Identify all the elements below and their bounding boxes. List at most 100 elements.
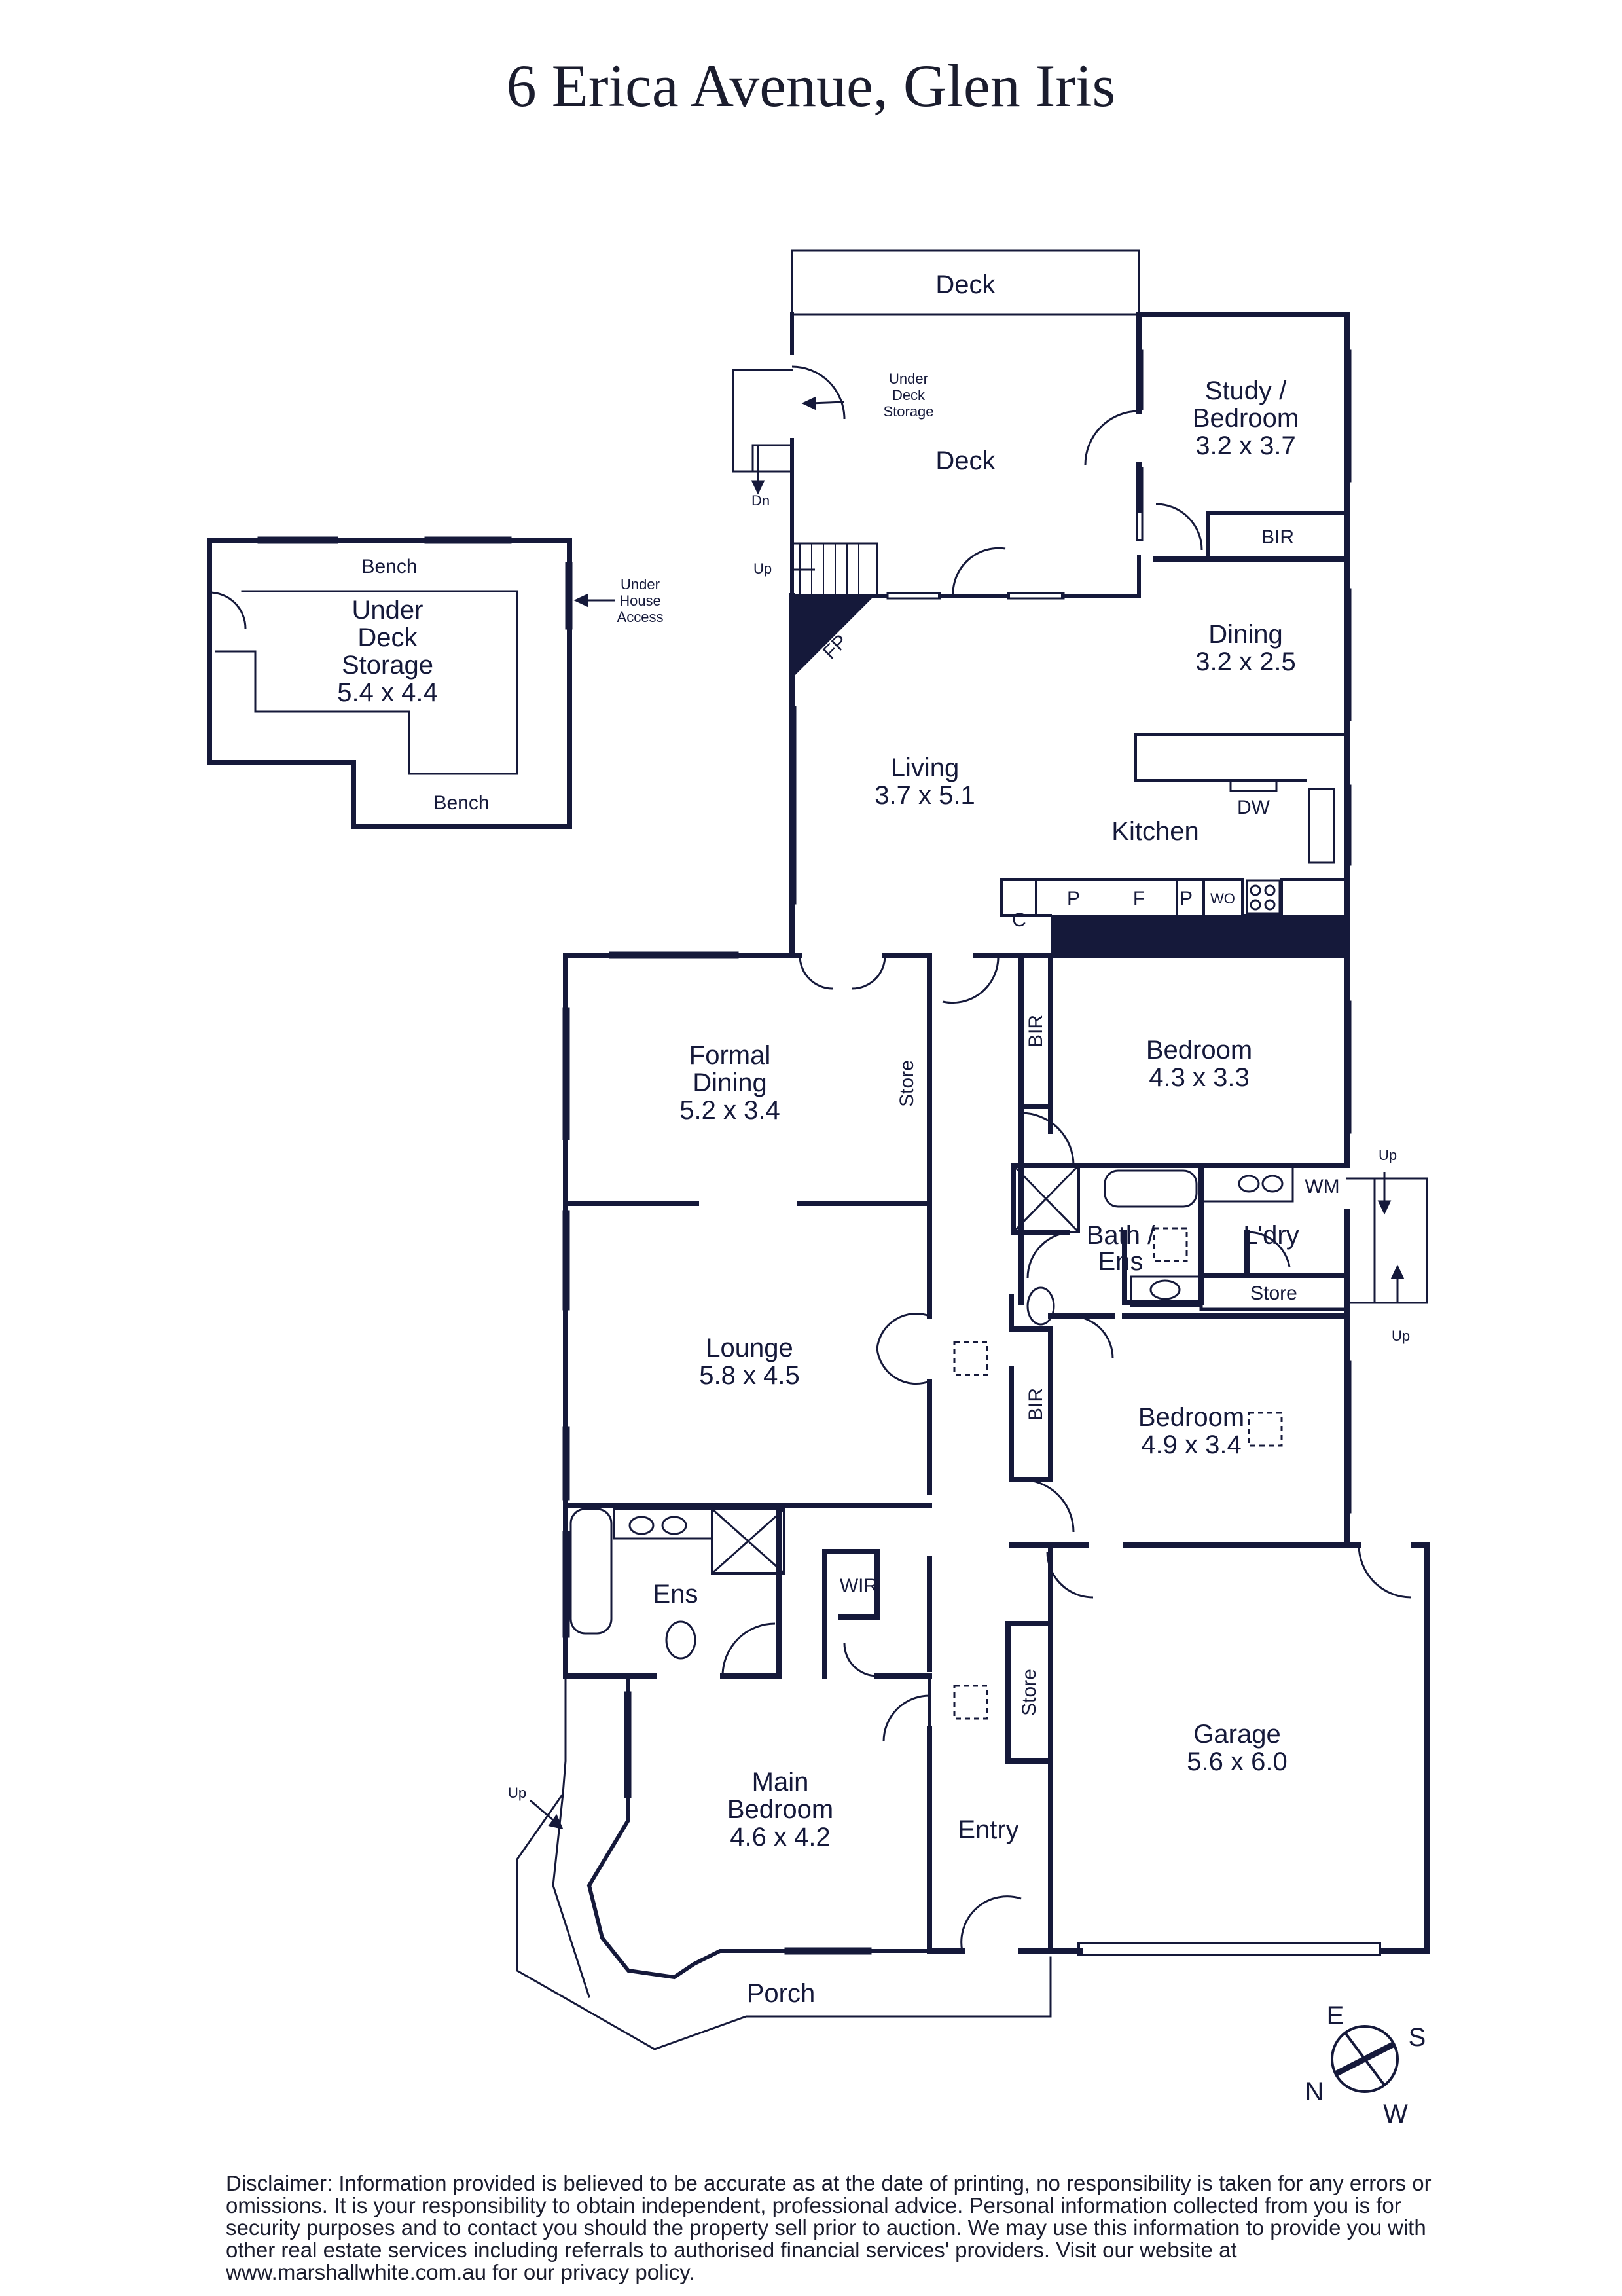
ens-label: Ens: [653, 1580, 698, 1609]
bench-top-label: Bench: [361, 556, 417, 577]
garage-door: [1077, 1942, 1381, 1956]
lounge-label: Lounge: [706, 1334, 793, 1362]
top-deck-outline: [791, 249, 1140, 316]
study-dims: 3.2 x 3.7: [1195, 431, 1295, 460]
bench-bottom-label: Bench: [433, 792, 489, 814]
bedroom1-label: Bedroom: [1146, 1036, 1252, 1065]
wir-label: WIR: [840, 1575, 878, 1597]
disclaimer-text: Disclaimer: Information provided is beli…: [226, 2171, 1432, 2284]
c-label: C: [1012, 909, 1026, 931]
p2-label: P: [1180, 888, 1193, 909]
main-bedroom-label-1: Main: [752, 1768, 809, 1796]
fixtures: [628, 779, 1284, 1720]
compass-circle: [1331, 2025, 1399, 2093]
p1-label: P: [1067, 888, 1080, 909]
deck-stairs-left: [732, 369, 793, 473]
lounge-dims: 5.8 x 4.5: [699, 1361, 799, 1390]
kitchen-wall: [1051, 915, 1347, 953]
under-deck-storage-dims: 5.4 x 4.4: [337, 678, 437, 707]
under-house-access-2: House: [619, 592, 661, 609]
under-deck-storage-small-3: Storage: [883, 403, 933, 420]
shower-1: [1012, 1164, 1080, 1233]
bir-bed1-label: BIR: [1025, 1015, 1047, 1048]
under-house-access-3: Access: [617, 609, 664, 625]
porch-outline: [516, 1675, 1052, 2050]
formal-dining-dims: 5.2 x 3.4: [679, 1096, 780, 1125]
dining-dims: 3.2 x 2.5: [1195, 647, 1295, 676]
study-bir: [1206, 511, 1349, 561]
stair-up-deck-label: Up: [753, 560, 772, 577]
fireplace: [792, 596, 874, 678]
under-house-access-1: Under: [621, 576, 660, 592]
stair-up-porch-label: Up: [508, 1785, 526, 1801]
entry-label: Entry: [958, 1815, 1018, 1844]
compass-e-label: E: [1327, 2001, 1344, 2030]
compass-s-label: S: [1409, 2023, 1426, 2052]
stair-dn-label: Dn: [751, 492, 770, 509]
formal-dining-label-1: Formal: [689, 1041, 770, 1070]
bedroom2-label: Bedroom: [1138, 1403, 1244, 1432]
compass-n-label: N: [1305, 2077, 1324, 2106]
bath-ens-label-1: Bath /: [1087, 1221, 1155, 1250]
sink: [1308, 788, 1335, 864]
page-title: 6 Erica Avenue, Glen Iris: [506, 52, 1116, 119]
under-deck-storage-label-2: Deck: [357, 623, 418, 652]
formal-dining-walls: [563, 953, 1024, 1508]
bath-tub-ens: [569, 1508, 613, 1635]
bedroom1-dims: 4.3 x 3.3: [1149, 1063, 1249, 1092]
under-deck-storage-label-3: Storage: [342, 651, 433, 680]
study-label-2: Bedroom: [1193, 404, 1299, 433]
kitchen-bench: [1134, 733, 1348, 782]
under-storage-walls: [207, 538, 572, 829]
store-laundry-label: Store: [1250, 1283, 1297, 1304]
garage-walls: [1048, 1542, 1430, 1954]
study-walls: [1136, 312, 1350, 562]
porch-label: Porch: [747, 1979, 816, 2008]
laundry-sinks: [1200, 1164, 1294, 1203]
bedroom1-walls: [1009, 953, 1350, 1168]
living-dims: 3.7 x 5.1: [874, 781, 975, 810]
laundry-store: [1199, 1273, 1349, 1311]
main-bedroom-label-2: Bedroom: [727, 1795, 833, 1824]
study-label-1: Study /: [1205, 376, 1287, 405]
compass-w-label: W: [1383, 2100, 1408, 2128]
stair-up-laundry-bottom-label: Up: [1392, 1328, 1410, 1344]
bath-ens-label-2: Ens: [1098, 1247, 1144, 1276]
garage-label: Garage: [1193, 1720, 1280, 1749]
main-bedroom-dims: 4.6 x 4.2: [730, 1823, 830, 1851]
f-label: F: [1133, 888, 1145, 909]
bath-tub: [1104, 1169, 1198, 1208]
bedroom2-walls: [1009, 1294, 1350, 1548]
deck-top-label: Deck: [935, 270, 996, 299]
under-deck-storage-small-2: Deck: [892, 387, 926, 403]
under-storage-bench: [215, 590, 518, 775]
laundry-steps: [1346, 1177, 1428, 1304]
dining-label: Dining: [1208, 620, 1282, 649]
store-hall-label: Store: [896, 1060, 918, 1107]
kitchen-cupboards: [1000, 878, 1348, 917]
living-label: Living: [891, 754, 960, 782]
garage-dims: 5.6 x 6.0: [1187, 1747, 1287, 1776]
wm-label: WM: [1305, 1176, 1339, 1197]
study-bir-label: BIR: [1261, 526, 1294, 548]
under-deck-storage-small-1: Under: [889, 371, 928, 387]
arrows: [530, 396, 1405, 1830]
deck-main-label: Deck: [935, 446, 996, 475]
under-deck-storage-label-1: Under: [352, 596, 424, 625]
kitchen-label: Kitchen: [1111, 817, 1198, 846]
walls: [207, 249, 1430, 2050]
formal-dining-label-2: Dining: [693, 1068, 766, 1097]
dw-label: DW: [1237, 797, 1271, 818]
laundry-label: L'dry: [1243, 1221, 1299, 1250]
main-bedroom-walls: [586, 1674, 931, 1980]
store-entry-label: Store: [1018, 1669, 1040, 1716]
stair-up-laundry-top-label: Up: [1379, 1147, 1397, 1163]
bedroom2-dims: 4.9 x 3.4: [1141, 1430, 1241, 1459]
wo-label: WO: [1210, 890, 1235, 907]
door-swings: [209, 365, 1412, 1952]
deck-stairs-down: [791, 542, 878, 597]
shower-2: [711, 1508, 785, 1575]
basin-bath: [1130, 1275, 1201, 1307]
windows: [257, 349, 1352, 1955]
